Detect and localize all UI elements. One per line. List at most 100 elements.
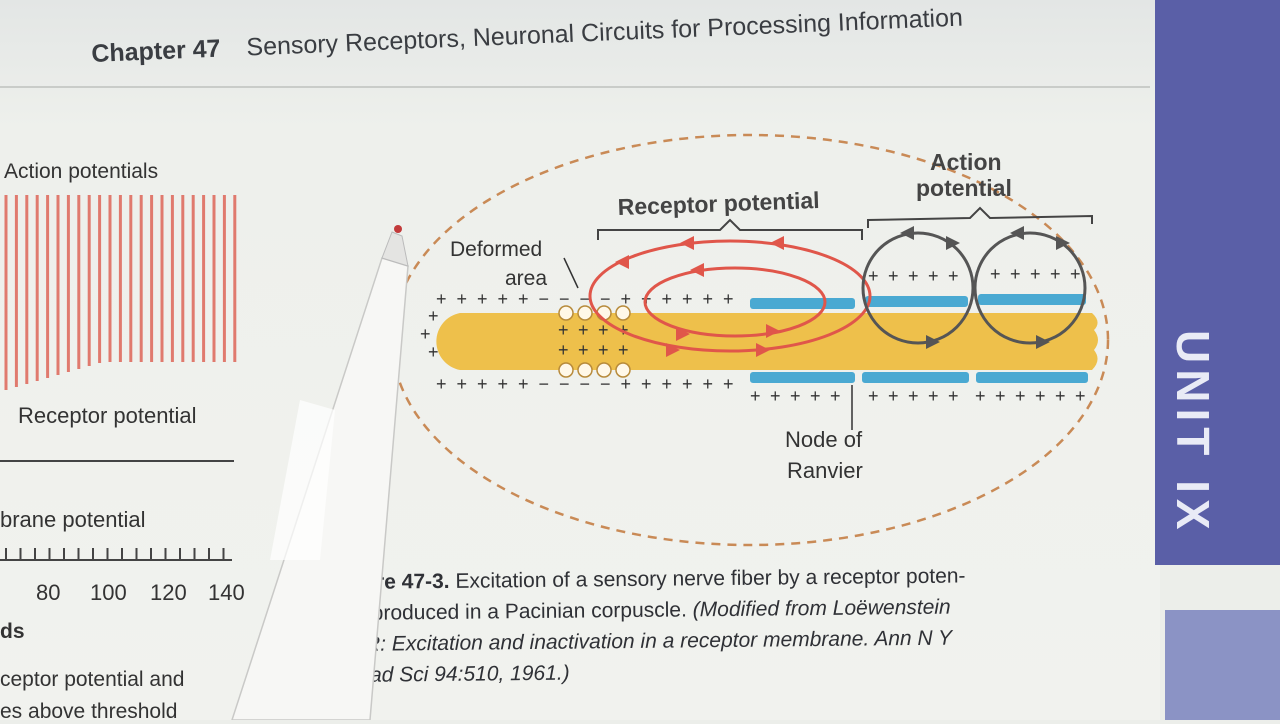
channel-top — [577, 305, 593, 321]
unit-label: UNIT IX — [1167, 330, 1219, 536]
current-arrowheads — [615, 236, 784, 357]
bottom-membrane-charge: + — [436, 374, 447, 394]
bottom-membrane-charge: + — [641, 374, 652, 394]
node-charge: + — [1010, 264, 1021, 284]
top-membrane-charge: + — [682, 289, 693, 309]
node-charge: + — [868, 266, 879, 286]
deformed-label: Deformed — [450, 238, 542, 261]
ap-arrowhead — [900, 226, 914, 240]
ap-loop-2 — [973, 231, 1087, 345]
bottom-membrane-charge: − — [580, 374, 591, 394]
myelin-sheath-bottom-1 — [750, 372, 855, 383]
node-charge: + — [928, 266, 939, 286]
outer-charge: + — [1035, 386, 1046, 406]
nerve-fiber — [436, 313, 1098, 370]
ap-arrowheads — [900, 226, 1070, 349]
top-membrane-charge: + — [477, 289, 488, 309]
channel-bottom — [558, 362, 574, 378]
outer-charge: + — [1055, 386, 1066, 406]
ranvier-label: Ranvier — [787, 458, 863, 483]
bottom-membrane-charge: + — [703, 374, 714, 394]
bottom-membrane-charge: − — [539, 374, 550, 394]
bottom-membrane-charge: + — [457, 374, 468, 394]
cap-charge: + — [428, 306, 439, 326]
x-tick-100: 100 — [90, 580, 127, 605]
channel-top — [615, 305, 631, 321]
outer-charge: + — [790, 386, 801, 406]
area-label: area — [505, 267, 547, 290]
bottom-membrane-charge: + — [682, 374, 693, 394]
deformed-area-pointer — [563, 257, 579, 289]
myelin-sheath-top-1 — [750, 298, 855, 309]
inner-current-loop — [643, 266, 827, 338]
intracellular-charge: + — [558, 320, 569, 340]
channel-bottom — [596, 362, 612, 378]
node-charge: + — [888, 266, 899, 286]
outer-charge: + — [948, 386, 959, 406]
receptor-potential-brace — [597, 218, 863, 240]
x-unit-fragment: ds — [0, 620, 25, 643]
ap-arrowhead — [946, 236, 960, 250]
x-tick-80: 80 — [36, 580, 61, 605]
intracellular-charge: + — [558, 340, 569, 360]
channel-bottom — [615, 362, 631, 378]
top-membrane-charge: + — [498, 289, 509, 309]
ap-arrowhead — [926, 335, 940, 349]
potential-label: potential — [916, 175, 1012, 201]
outer-charge: + — [810, 386, 821, 406]
channel-top — [558, 305, 574, 321]
bottom-membrane-charge: + — [662, 374, 673, 394]
current-arrowhead — [766, 324, 780, 338]
top-membrane-charge: + — [436, 289, 447, 309]
ap-arrowhead — [1010, 226, 1024, 240]
current-arrowhead — [666, 343, 680, 357]
outer-charge: + — [770, 386, 781, 406]
current-arrowhead — [756, 343, 770, 357]
top-membrane-charge: + — [518, 289, 529, 309]
intracellular-charge: + — [598, 340, 609, 360]
receptor-potential-label: Receptor potential — [18, 403, 197, 428]
ap-loop-1 — [861, 231, 975, 345]
node-charge: + — [1030, 264, 1041, 284]
bottom-membrane-charge: + — [498, 374, 509, 394]
membrane-charges: +++++−−−−+++++++++++−−−−++++++++++++++++… — [420, 264, 1086, 406]
bottom-membrane-charge: + — [621, 374, 632, 394]
myelin-sheath-top-3 — [978, 294, 1086, 305]
outer-current-loop — [588, 239, 872, 353]
pen-clip — [270, 400, 335, 560]
action-potential-spikes — [4, 195, 237, 390]
unit-tab-lower — [1165, 610, 1280, 720]
outer-charge: + — [995, 386, 1006, 406]
current-arrowhead — [770, 236, 784, 250]
current-arrowhead — [680, 236, 694, 250]
cap-charge: + — [420, 324, 431, 344]
intracellular-charge: + — [578, 340, 589, 360]
current-arrowhead — [690, 263, 704, 277]
intracellular-charge: + — [618, 340, 629, 360]
cap-charge: + — [428, 342, 439, 362]
deformed-area-channels — [558, 305, 631, 378]
current-arrowhead — [615, 255, 629, 269]
current-arrowhead — [676, 327, 690, 341]
outer-charge: + — [868, 386, 879, 406]
x-tick-120: 120 — [150, 580, 187, 605]
myelin-sheath-bottom-2 — [862, 372, 969, 383]
ap-arrowhead — [1056, 236, 1070, 250]
action-potentials-label: Action potentials — [4, 160, 159, 183]
outer-charge: + — [750, 386, 761, 406]
node-charge: + — [908, 266, 919, 286]
top-membrane-charge: − — [580, 289, 591, 309]
top-membrane-charge: − — [600, 289, 611, 309]
top-membrane-charge: + — [723, 289, 734, 309]
outer-charge: + — [830, 386, 841, 406]
outer-charge: + — [1015, 386, 1026, 406]
node-charge: + — [948, 266, 959, 286]
receptor-potential-diagram-label: Receptor potential — [617, 187, 820, 220]
top-membrane-charge: + — [662, 289, 673, 309]
ap-arrowhead — [1036, 335, 1050, 349]
body-text-line-1: ceptor potential and — [0, 668, 185, 691]
receptor-current-loops — [588, 239, 872, 353]
time-axis-ticks — [5, 548, 225, 560]
outer-charge: + — [888, 386, 899, 406]
pen — [231, 225, 409, 720]
